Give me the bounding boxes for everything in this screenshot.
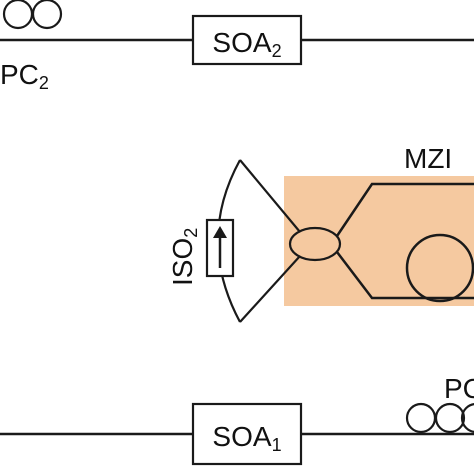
mzi-upper-arm (335, 182, 474, 237)
mzi-region (284, 176, 474, 306)
iso2-label: ISO2 (167, 228, 201, 286)
soa2-box (191, 14, 303, 66)
mzi-lower-arm (336, 251, 474, 300)
coupler-ellipse (288, 226, 342, 262)
iso2-arrowhead-icon (213, 226, 227, 238)
pc1-loops (405, 402, 474, 434)
soa2-label: SOA2 (212, 27, 281, 61)
mzi-label: MZI (404, 143, 452, 174)
soa1-label: SOA1 (212, 421, 281, 455)
soa1-box (191, 402, 303, 466)
mzi-delay-loop (405, 233, 474, 303)
pc2-label: PC2 (0, 59, 49, 93)
pc1-label: PC (444, 373, 474, 404)
pc2-loops (2, 0, 63, 30)
